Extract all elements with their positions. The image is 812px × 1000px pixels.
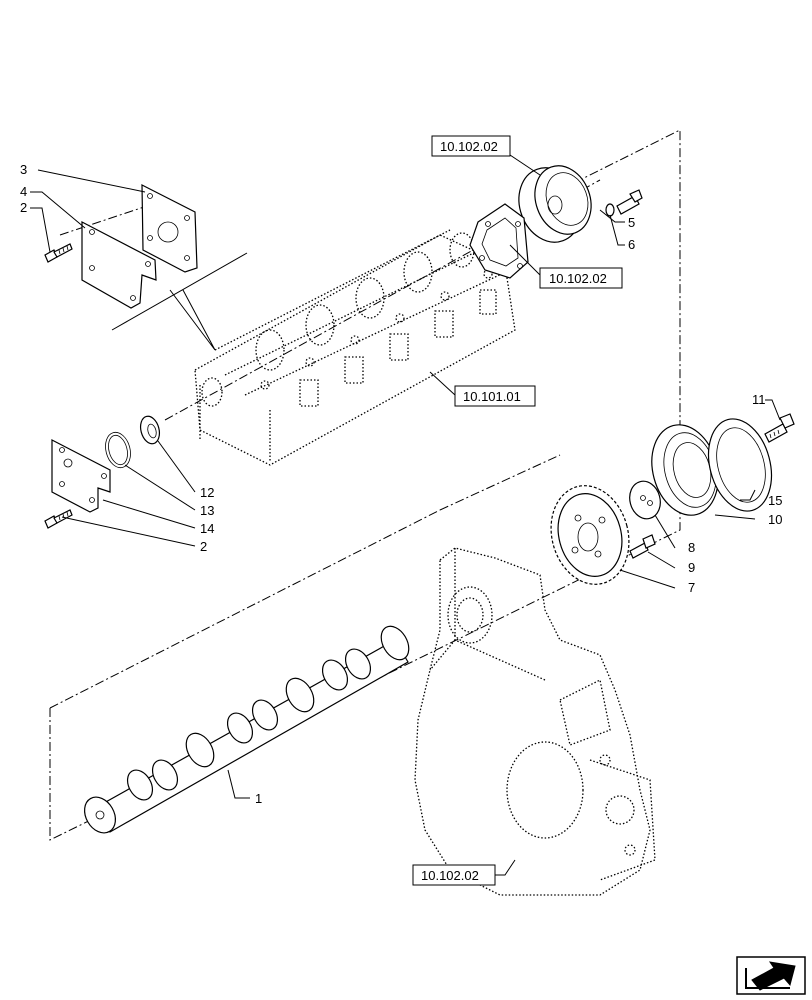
gasket-top	[469, 203, 529, 279]
callout-numbers: 1 2 2 3 4 5 6 7 8 9 10 11 12 13 14 15	[20, 162, 782, 806]
ref-label-top-cover: 10.102.02	[440, 139, 498, 154]
ref-box-timing-housing[interactable]: 10.102.02	[412, 864, 496, 886]
timing-housing	[414, 547, 656, 896]
callout-8: 8	[688, 540, 695, 555]
callout-5: 5	[628, 215, 635, 230]
bracket-plate-14	[51, 439, 111, 513]
ref-box-cylinder-head[interactable]: 10.101.01	[454, 385, 536, 407]
cover-plate-3	[141, 184, 198, 273]
callout-13: 13	[200, 503, 214, 518]
ref-label-cylinder-head: 10.101.01	[463, 389, 521, 404]
axis-line-upper	[49, 509, 441, 709]
cylinder-head	[194, 229, 516, 466]
ref-label-timing-housing: 10.102.02	[421, 868, 479, 883]
assembly-boundary-line	[49, 129, 681, 841]
callout-4: 4	[20, 184, 27, 199]
top-cover-disc	[518, 165, 592, 243]
ref-box-top-cover[interactable]: 10.102.02	[431, 135, 511, 157]
o-ring-13	[105, 431, 131, 469]
ref-label-gasket: 10.102.02	[549, 271, 607, 286]
washer-6	[605, 203, 615, 217]
washer-12	[139, 415, 161, 445]
camshaft-1	[83, 625, 410, 834]
screw-5	[616, 189, 643, 215]
axis-line-cam	[439, 454, 561, 511]
bracket-plate-4	[81, 221, 157, 309]
bolt-2-top	[44, 243, 73, 263]
hub-8	[629, 480, 661, 520]
callout-9: 9	[688, 560, 695, 575]
leader-lines	[30, 154, 781, 876]
callout-6: 6	[628, 237, 635, 252]
callout-3: 3	[20, 162, 27, 177]
pointer-wedge	[111, 252, 248, 351]
camshaft-gear-7	[550, 485, 630, 585]
callout-11: 11	[752, 392, 766, 407]
bolt-2-bottom	[44, 509, 73, 529]
callout-15: 15	[768, 493, 782, 508]
callout-7: 7	[688, 580, 695, 595]
gasket-15	[707, 418, 773, 512]
callout-14: 14	[200, 521, 214, 536]
callout-1: 1	[255, 791, 262, 806]
ref-box-gasket[interactable]: 10.102.02	[539, 267, 623, 289]
callout-12: 12	[200, 485, 214, 500]
callout-2-top: 2	[20, 200, 27, 215]
callout-10: 10	[768, 512, 782, 527]
next-page-arrow-icon[interactable]	[736, 956, 806, 995]
callout-2-bottom: 2	[200, 539, 207, 554]
bolt-11	[764, 413, 795, 443]
screw-9	[629, 534, 656, 559]
